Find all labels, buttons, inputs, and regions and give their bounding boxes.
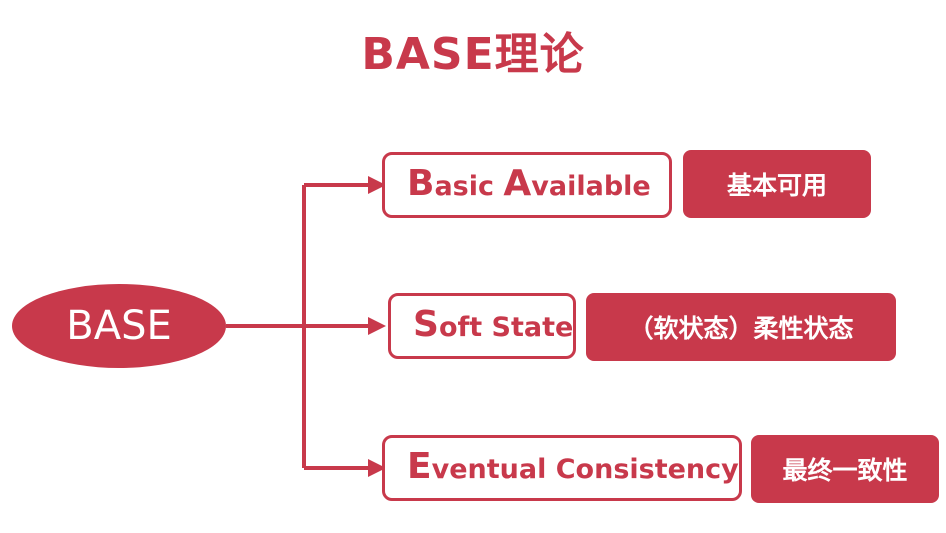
- term-rest: oft State: [438, 312, 574, 343]
- term-initial: S: [413, 304, 439, 345]
- translation-soft-state: （软状态）柔性状态: [586, 293, 896, 361]
- term-rest: asic: [434, 171, 504, 202]
- arrowhead-soft-state: [368, 317, 386, 335]
- term-rest: vailable: [531, 171, 651, 202]
- term-initial: A: [503, 163, 532, 204]
- base-root-node: BASE: [12, 284, 226, 368]
- translation-eventual-consistency: 最终一致性: [751, 435, 939, 503]
- base-root-label: BASE: [66, 303, 172, 349]
- term-initial: E: [407, 446, 432, 487]
- translation-basic-available: 基本可用: [683, 150, 871, 218]
- term-initial: B: [407, 163, 435, 204]
- arrowhead-eventual-consistency: [368, 459, 386, 477]
- diagram-title: BASE理论: [361, 29, 585, 80]
- arrowhead-basic-available: [368, 176, 386, 194]
- term-rest: ventual Consistency: [431, 454, 739, 485]
